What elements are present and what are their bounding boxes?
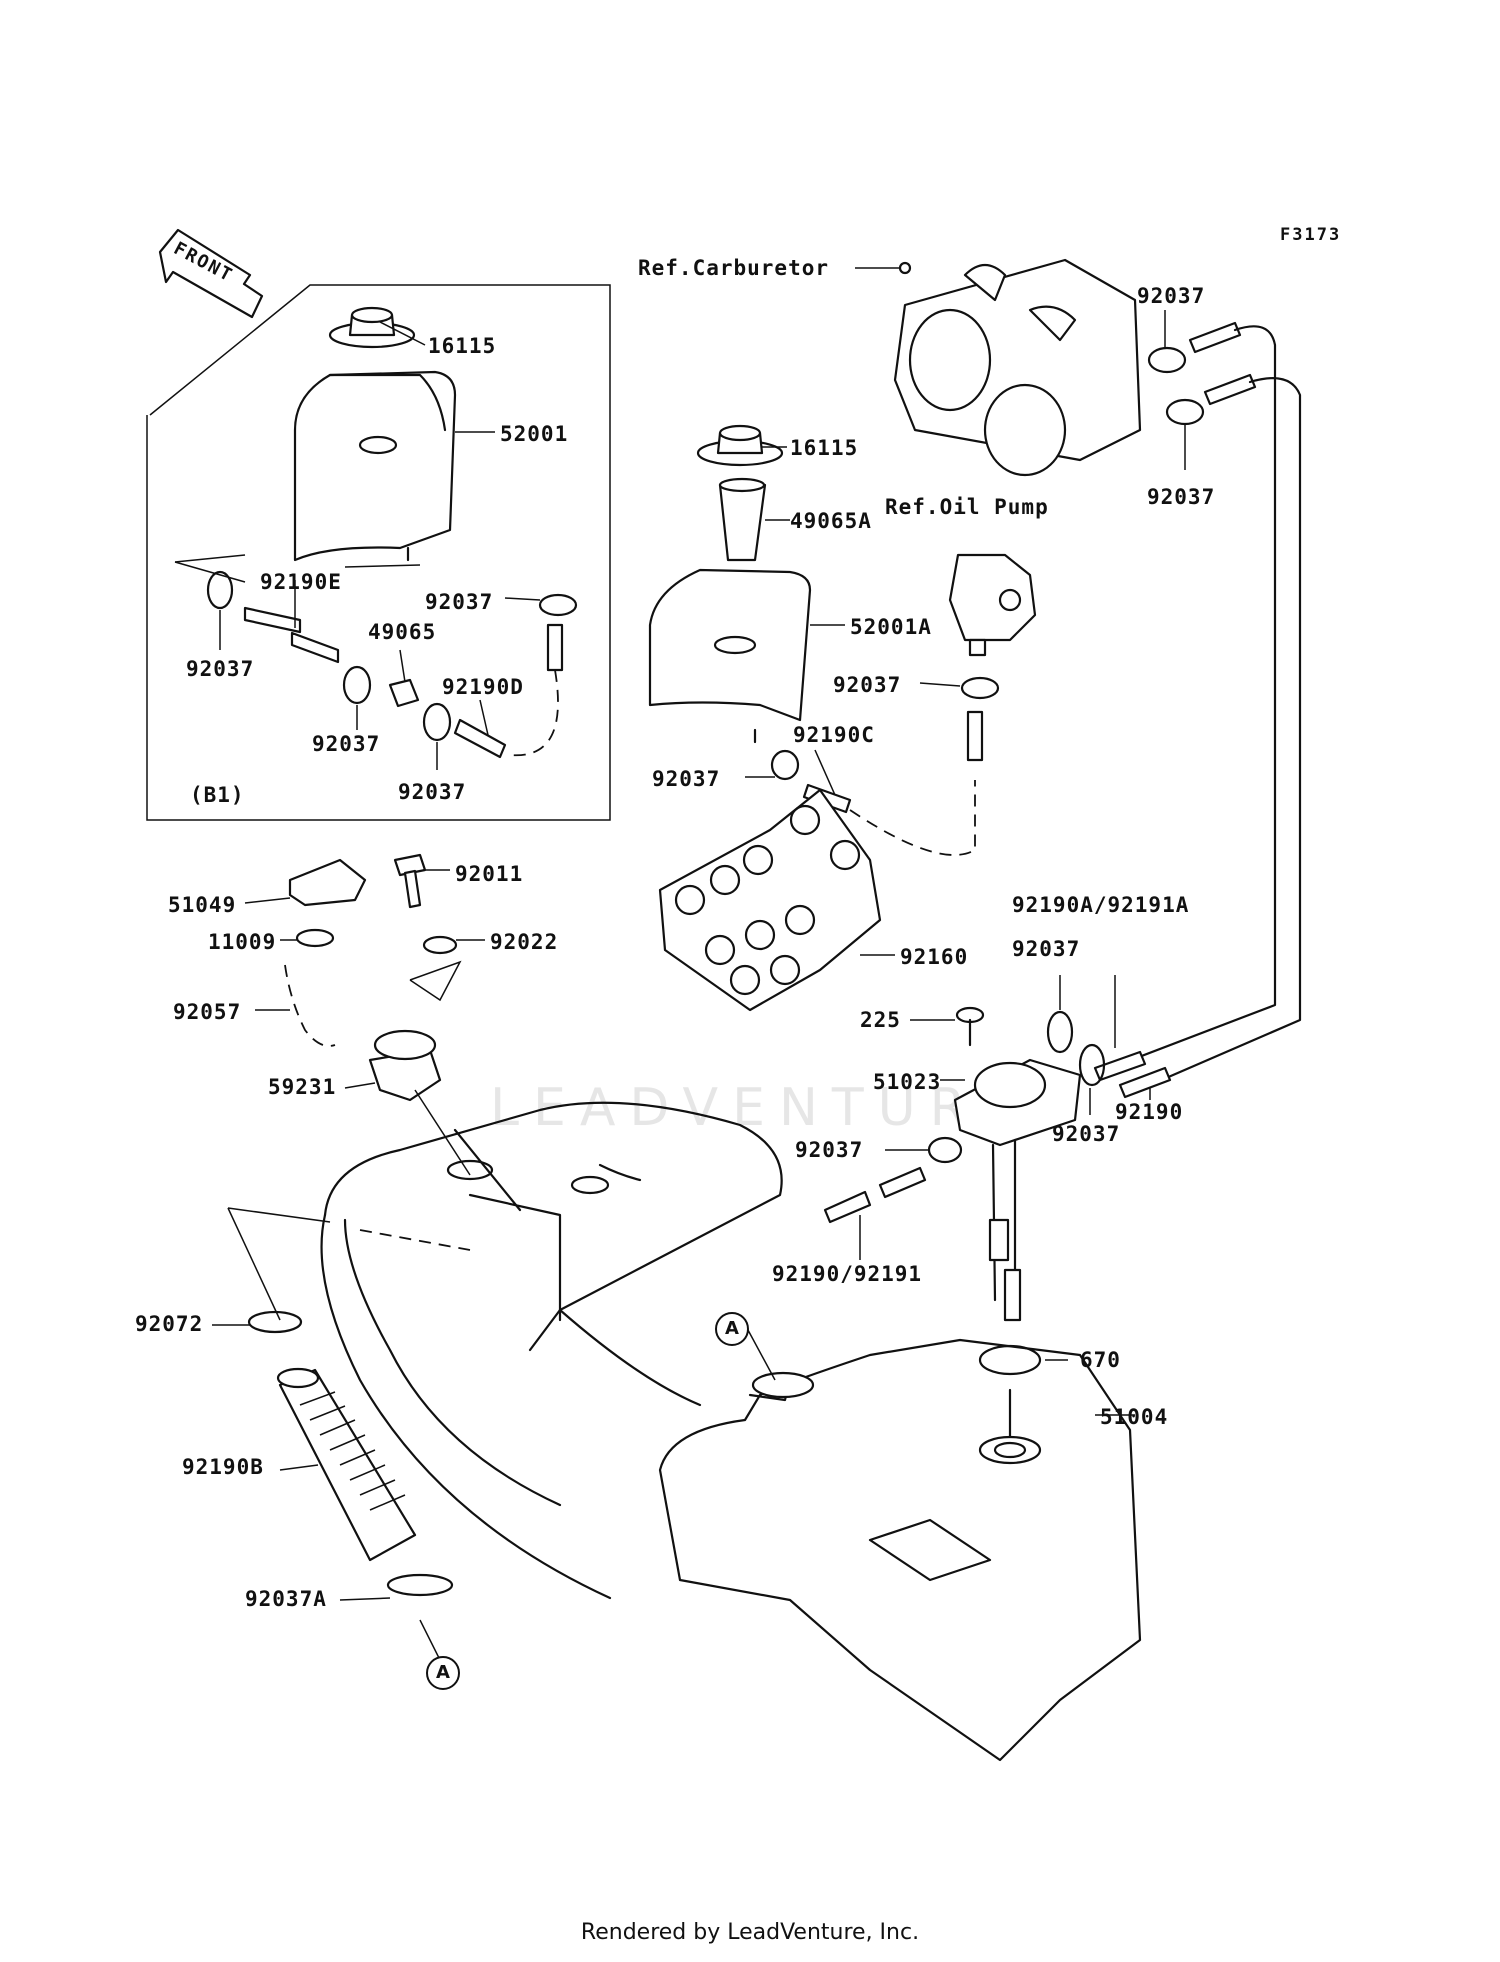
label-92190E[interactable]: 92190E xyxy=(260,570,342,594)
label-92190C[interactable]: 92190C xyxy=(793,723,875,747)
label-92190-92191[interactable]: 92190/92191 xyxy=(772,1262,923,1286)
label-92022[interactable]: 92022 xyxy=(490,930,559,954)
label-51004[interactable]: 51004 xyxy=(1100,1405,1169,1429)
label-92037-carb-top[interactable]: 92037 xyxy=(1137,284,1206,308)
clamp-oil-pump xyxy=(960,676,1000,700)
label-51023[interactable]: 51023 xyxy=(873,1070,942,1094)
hose-carb-top xyxy=(1188,321,1242,354)
oil-filter-49065A xyxy=(718,477,790,562)
clamp-b1-mid xyxy=(342,665,372,705)
oil-tank-cap-left xyxy=(328,306,426,349)
carburetor-ref xyxy=(855,258,1142,477)
hose-92190D xyxy=(453,718,507,759)
label-92037-b1-bot[interactable]: 92037 xyxy=(398,780,467,804)
label-59231[interactable]: 59231 xyxy=(268,1075,337,1099)
oil-tank-left xyxy=(293,370,495,562)
label-49065[interactable]: 49065 xyxy=(368,620,437,644)
label-16115-left[interactable]: 16115 xyxy=(428,334,497,358)
o-ring-670 xyxy=(978,1344,1068,1376)
oil-pump-ref xyxy=(948,553,1037,657)
bracket-92160 xyxy=(658,788,895,1012)
clamp-valve-top xyxy=(1046,1010,1074,1054)
front-arrow-icon xyxy=(158,228,264,319)
label-92037A[interactable]: 92037A xyxy=(245,1587,327,1611)
label-92037-b1-mid[interactable]: 92037 xyxy=(312,732,381,756)
washer-92022 xyxy=(422,935,485,955)
label-16115-right[interactable]: 16115 xyxy=(790,436,859,460)
washer-11009 xyxy=(280,928,335,948)
hose-92190E xyxy=(243,580,340,664)
label-49065A[interactable]: 49065A xyxy=(790,509,872,533)
hull-lines xyxy=(227,1207,331,1321)
screw-225 xyxy=(910,1006,985,1047)
fuel-tank-51004 xyxy=(658,1338,1142,1762)
label-92037-valve-top[interactable]: 92037 xyxy=(1012,937,1081,961)
hose-oil-pump xyxy=(966,710,984,762)
hose-92190A xyxy=(1093,975,1147,1082)
hose-carb-bot xyxy=(1203,373,1257,406)
clamp-b1-bot xyxy=(422,702,452,742)
label-92190D[interactable]: 92190D xyxy=(442,675,524,699)
filler-hose-92190B xyxy=(276,1367,417,1562)
label-670[interactable]: 670 xyxy=(1080,1348,1121,1372)
clamp-tank-right xyxy=(770,749,800,781)
clamp-92072 xyxy=(212,1310,303,1334)
hose-b1-vertical xyxy=(546,623,564,672)
label-ref-carburetor[interactable]: Ref.Carburetor xyxy=(638,256,830,280)
bolt-92011 xyxy=(393,853,450,909)
label-92037-valve-right[interactable]: 92037 xyxy=(1052,1122,1121,1146)
clamp-valve-left xyxy=(927,1136,963,1164)
oil-tank-right xyxy=(648,568,845,744)
clamp-valve-right xyxy=(1078,1043,1106,1087)
view-marker-a-tank: A xyxy=(715,1312,749,1346)
hose-92190 xyxy=(1118,1066,1172,1100)
label-92057[interactable]: 92057 xyxy=(173,1000,242,1024)
clamp-carb-bot xyxy=(1165,398,1205,426)
fuel-valve-51023 xyxy=(940,1058,1082,1322)
figure-code: F3173 xyxy=(1280,225,1342,245)
hose-92190-92191 xyxy=(823,1166,927,1260)
label-b1: (B1) xyxy=(190,783,245,807)
label-225[interactable]: 225 xyxy=(860,1008,901,1032)
label-52001[interactable]: 52001 xyxy=(500,422,569,446)
clamp-92037A xyxy=(339,1573,454,1661)
label-92037-oil[interactable]: 92037 xyxy=(833,673,902,697)
label-92072[interactable]: 92072 xyxy=(135,1312,204,1336)
label-52001A[interactable]: 52001A xyxy=(850,615,932,639)
b1-box xyxy=(146,284,611,821)
label-92190A-92191A[interactable]: 92190A/92191A xyxy=(1012,893,1190,917)
label-92037-tank[interactable]: 92037 xyxy=(652,767,721,791)
clamp-b1-left xyxy=(206,570,234,610)
clamp-carb-top xyxy=(1147,346,1187,374)
label-11009[interactable]: 11009 xyxy=(208,930,277,954)
label-92011[interactable]: 92011 xyxy=(455,862,524,886)
filler-cap-51049 xyxy=(244,858,367,907)
label-51049[interactable]: 51049 xyxy=(168,893,237,917)
label-92160[interactable]: 92160 xyxy=(900,945,969,969)
view-marker-a-hose: A xyxy=(426,1656,460,1690)
label-92037-b1-top[interactable]: 92037 xyxy=(425,590,494,614)
label-92190B[interactable]: 92190B xyxy=(182,1455,264,1479)
oil-tank-cap-right xyxy=(696,424,787,467)
label-92037-b1-left[interactable]: 92037 xyxy=(186,657,255,681)
label-ref-oil-pump[interactable]: Ref.Oil Pump xyxy=(885,495,1049,519)
filter-49065 xyxy=(388,649,420,708)
footer-credit: Rendered by LeadVenture, Inc. xyxy=(580,1920,920,1945)
label-92190[interactable]: 92190 xyxy=(1115,1100,1184,1124)
clamp-b1-top xyxy=(538,593,578,617)
watermark-text: LEADVENTURE xyxy=(490,1078,1027,1138)
label-92037-valve-left[interactable]: 92037 xyxy=(795,1138,864,1162)
hull-deck xyxy=(320,1101,783,1600)
filler-neck-59231 xyxy=(344,1029,471,1176)
label-92037-carb-bot[interactable]: 92037 xyxy=(1147,485,1216,509)
tether-92057 xyxy=(255,964,336,1047)
